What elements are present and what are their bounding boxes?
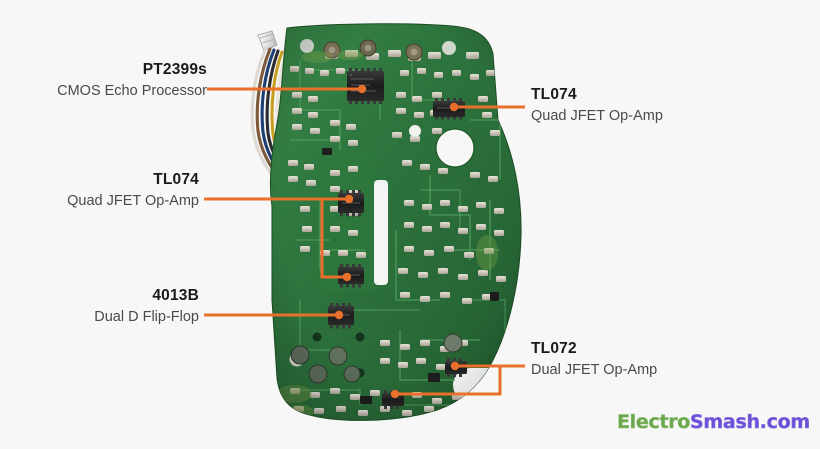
callout-4013b: 4013B Dual D Flip-Flop: [0, 286, 199, 327]
callout-tl074-right: TL074 Quad JFET Op-Amp: [531, 85, 663, 126]
cable-connector: [257, 30, 278, 52]
logo-part-smash: Smash.com: [690, 411, 811, 434]
leader-4013b: [204, 310, 344, 320]
electrosmash-logo[interactable]: ElectroSmash.com: [617, 411, 811, 434]
logo-part-electro: Electro: [617, 411, 691, 434]
callout-tl072: TL072 Dual JFET Op-Amp: [531, 339, 657, 380]
callout-chip-label: TL072: [531, 340, 577, 357]
leader-tl072: [390, 361, 525, 399]
callout-chip-label: PT2399s: [142, 61, 207, 78]
callout-pt2399s: PT2399s CMOS Echo Processor: [0, 60, 207, 101]
callout-chip-label: TL074: [153, 171, 199, 188]
pcb-board: [269, 23, 522, 421]
leader-tl074-right: [449, 102, 525, 112]
callout-chip-label: 4013B: [152, 287, 199, 304]
callout-desc-label: Quad JFET Op-Amp: [67, 193, 199, 209]
callout-tl074-left: TL074 Quad JFET Op-Amp: [0, 170, 199, 211]
leader-tl074-left: [204, 194, 354, 282]
callout-desc-label: Dual D Flip-Flop: [94, 309, 199, 325]
callout-desc-label: CMOS Echo Processor: [57, 83, 207, 99]
callout-leader-lines: [204, 84, 525, 399]
callout-desc-label: Dual JFET Op-Amp: [531, 362, 658, 378]
callout-chip-label: TL074: [531, 86, 577, 103]
callout-desc-label: Quad JFET Op-Amp: [531, 108, 663, 124]
leader-pt2399s: [207, 84, 367, 94]
